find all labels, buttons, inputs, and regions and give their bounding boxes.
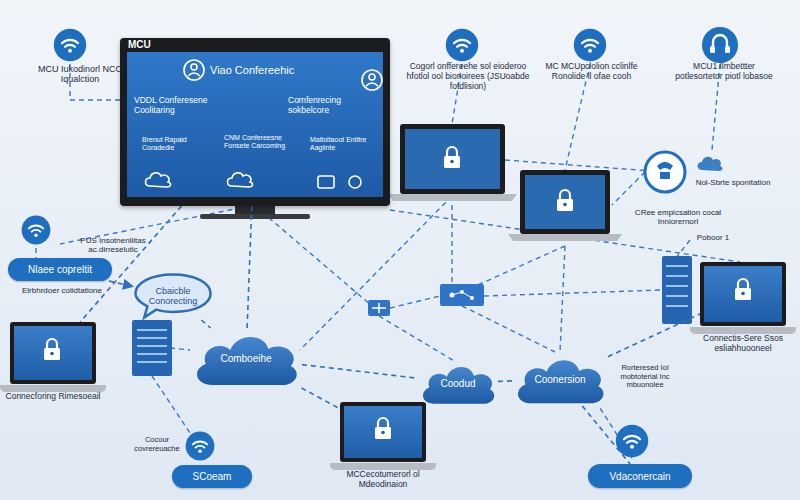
wifi-pill: Nlaee copreltit xyxy=(8,258,112,281)
laptop-caption: MCCecotumerorl ol Mdeodinaion xyxy=(326,470,440,490)
node-text: Comboeihe xyxy=(216,353,275,364)
dashed-connector xyxy=(109,281,133,287)
note-label: Cogorl onffereehe sol eioderoo hfotlol o… xyxy=(404,62,532,91)
node-text: Vdaconercain xyxy=(605,471,674,482)
note-label: MCU Iukodinorl NCC Iqualction xyxy=(30,64,130,85)
cloud-node: Comboeihe xyxy=(190,328,302,388)
cloud-node: Coodud xyxy=(418,360,498,406)
laptop-node: Connecforing Rimesoeail xyxy=(10,322,96,384)
node-text: Cbaicble Conorecting xyxy=(133,286,213,307)
monitor-node: MCU Viao ConfereehicVDDL Conferesene Cool… xyxy=(120,38,390,206)
node-text: Viao Confereehic xyxy=(210,64,294,77)
node-text: Brenut Rapaid Coradedie xyxy=(142,136,204,152)
note-label: CRee emplcsation cocal Inniorernorl xyxy=(622,208,734,226)
dashed-connector xyxy=(302,365,418,379)
wifi-pill: Vdaconercain xyxy=(588,464,692,488)
note-label: Poboor 1 xyxy=(686,233,740,242)
speech-bubble: Cbaicble Conorecting xyxy=(133,272,213,320)
dashed-connector xyxy=(498,380,512,382)
laptop-node: MCCecotumerorl ol Mdeodinaion xyxy=(340,402,426,462)
note-label: Elrbhrdoer colidtatione xyxy=(14,286,110,295)
node-text: VDDL Conferesene Coolitaring xyxy=(134,96,219,116)
note-label: Rorteresed Iol mobtoterial Inc mbuonolee xyxy=(604,364,686,390)
note-label: PUS Insotnenliitas ac.dirreselutic xyxy=(64,236,162,254)
laptop-base xyxy=(330,463,436,470)
wifi-pill: SCoeam xyxy=(172,465,252,488)
laptop-caption: Connectis-Sere Ssos esliahhuooneel xyxy=(686,334,800,354)
note-label: Cocour covrereuache xyxy=(126,436,188,453)
laptop-caption: Connecforing Rimesoeail xyxy=(0,392,110,402)
dashed-connector xyxy=(201,320,210,328)
laptop-node: Connectis-Sere Ssos esliahhuooneel xyxy=(700,262,786,326)
dashed-connector xyxy=(608,314,700,357)
node-text: Maltoitaoot Entitre Aagiinte xyxy=(310,136,380,152)
node-text: SCoeam xyxy=(189,471,236,482)
node-text: Comfenrecing sokbelcore xyxy=(288,96,378,116)
dashed-connector xyxy=(582,406,630,464)
cloud-node: Coonersion xyxy=(512,352,608,406)
note-label: MCU1 Ilmbettter potlesortetor piotl loba… xyxy=(672,62,776,82)
note-label: Nol-Sbrte sponitation xyxy=(688,178,778,187)
dashed-connector xyxy=(247,206,252,328)
node-text: Nlaee copreltit xyxy=(24,264,96,275)
dashed-connector xyxy=(302,388,341,409)
node-text: CNM Confereesne Fonsete Carcoming xyxy=(224,134,304,150)
laptop-base xyxy=(690,327,796,334)
node-text: MCU xyxy=(128,39,151,51)
node-text: Coodud xyxy=(436,378,479,389)
laptop-base xyxy=(0,385,106,392)
node-text: Coonersion xyxy=(530,374,589,385)
note-label: MC MCUpclolion cclinlfe Ronolide ll ofae… xyxy=(543,62,640,82)
